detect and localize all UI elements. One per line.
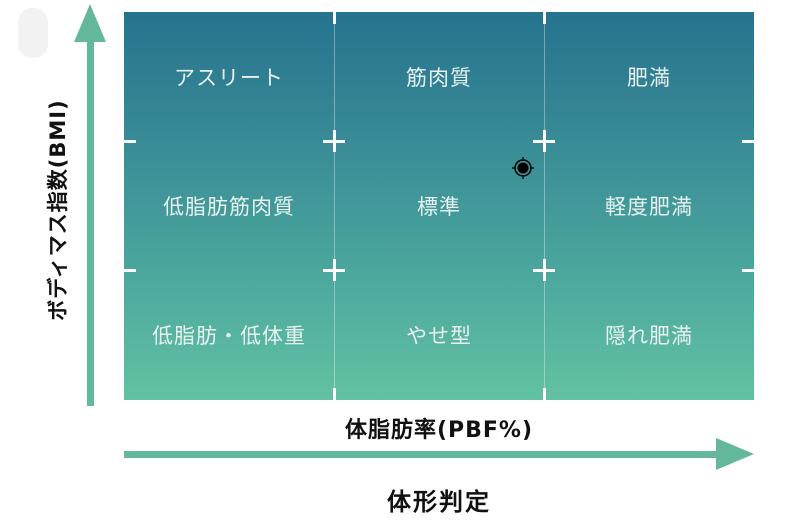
cell-obese: 肥満 [627, 65, 671, 90]
x-axis-line [124, 451, 724, 458]
background-smudge [18, 8, 48, 58]
y-axis-label: ボディマス指数(BMI) [46, 99, 70, 321]
grid-divider [334, 12, 335, 400]
cell-low-fat-muscular: 低脂肪筋肉質 [163, 194, 295, 219]
y-axis-line [87, 30, 94, 406]
cell-mild-obese: 軽度肥満 [605, 194, 693, 219]
tick-mark [333, 12, 336, 24]
cell-slim: やせ型 [406, 324, 472, 349]
cell-low-fat-low-weight: 低脂肪・低体重 [152, 324, 306, 349]
cell-hidden-obese: 隠れ肥満 [605, 324, 693, 349]
tick-mark [742, 269, 754, 272]
tick-mark [333, 388, 336, 400]
tick-mark [742, 140, 754, 143]
target-marker-icon [512, 157, 534, 179]
cell-muscular: 筋肉質 [406, 65, 472, 90]
grid-divider [544, 12, 545, 400]
body-type-grid: アスリート 筋肉質 肥満 低脂肪筋肉質 標準 軽度肥満 低脂肪・低体重 やせ型 … [124, 12, 754, 400]
x-axis-arrow-icon [716, 438, 754, 470]
cell-standard: 標準 [417, 194, 461, 219]
tick-mark [543, 12, 546, 24]
plus-icon [333, 259, 336, 281]
plus-icon [543, 259, 546, 281]
x-axis-label: 体脂肪率(PBF%) [344, 418, 534, 443]
chart-title: 体形判定 [387, 488, 491, 516]
tick-mark [124, 269, 136, 272]
tick-mark [543, 388, 546, 400]
plus-icon [333, 130, 336, 152]
cell-athlete: アスリート [174, 65, 284, 90]
plus-icon [543, 130, 546, 152]
tick-mark [124, 140, 136, 143]
